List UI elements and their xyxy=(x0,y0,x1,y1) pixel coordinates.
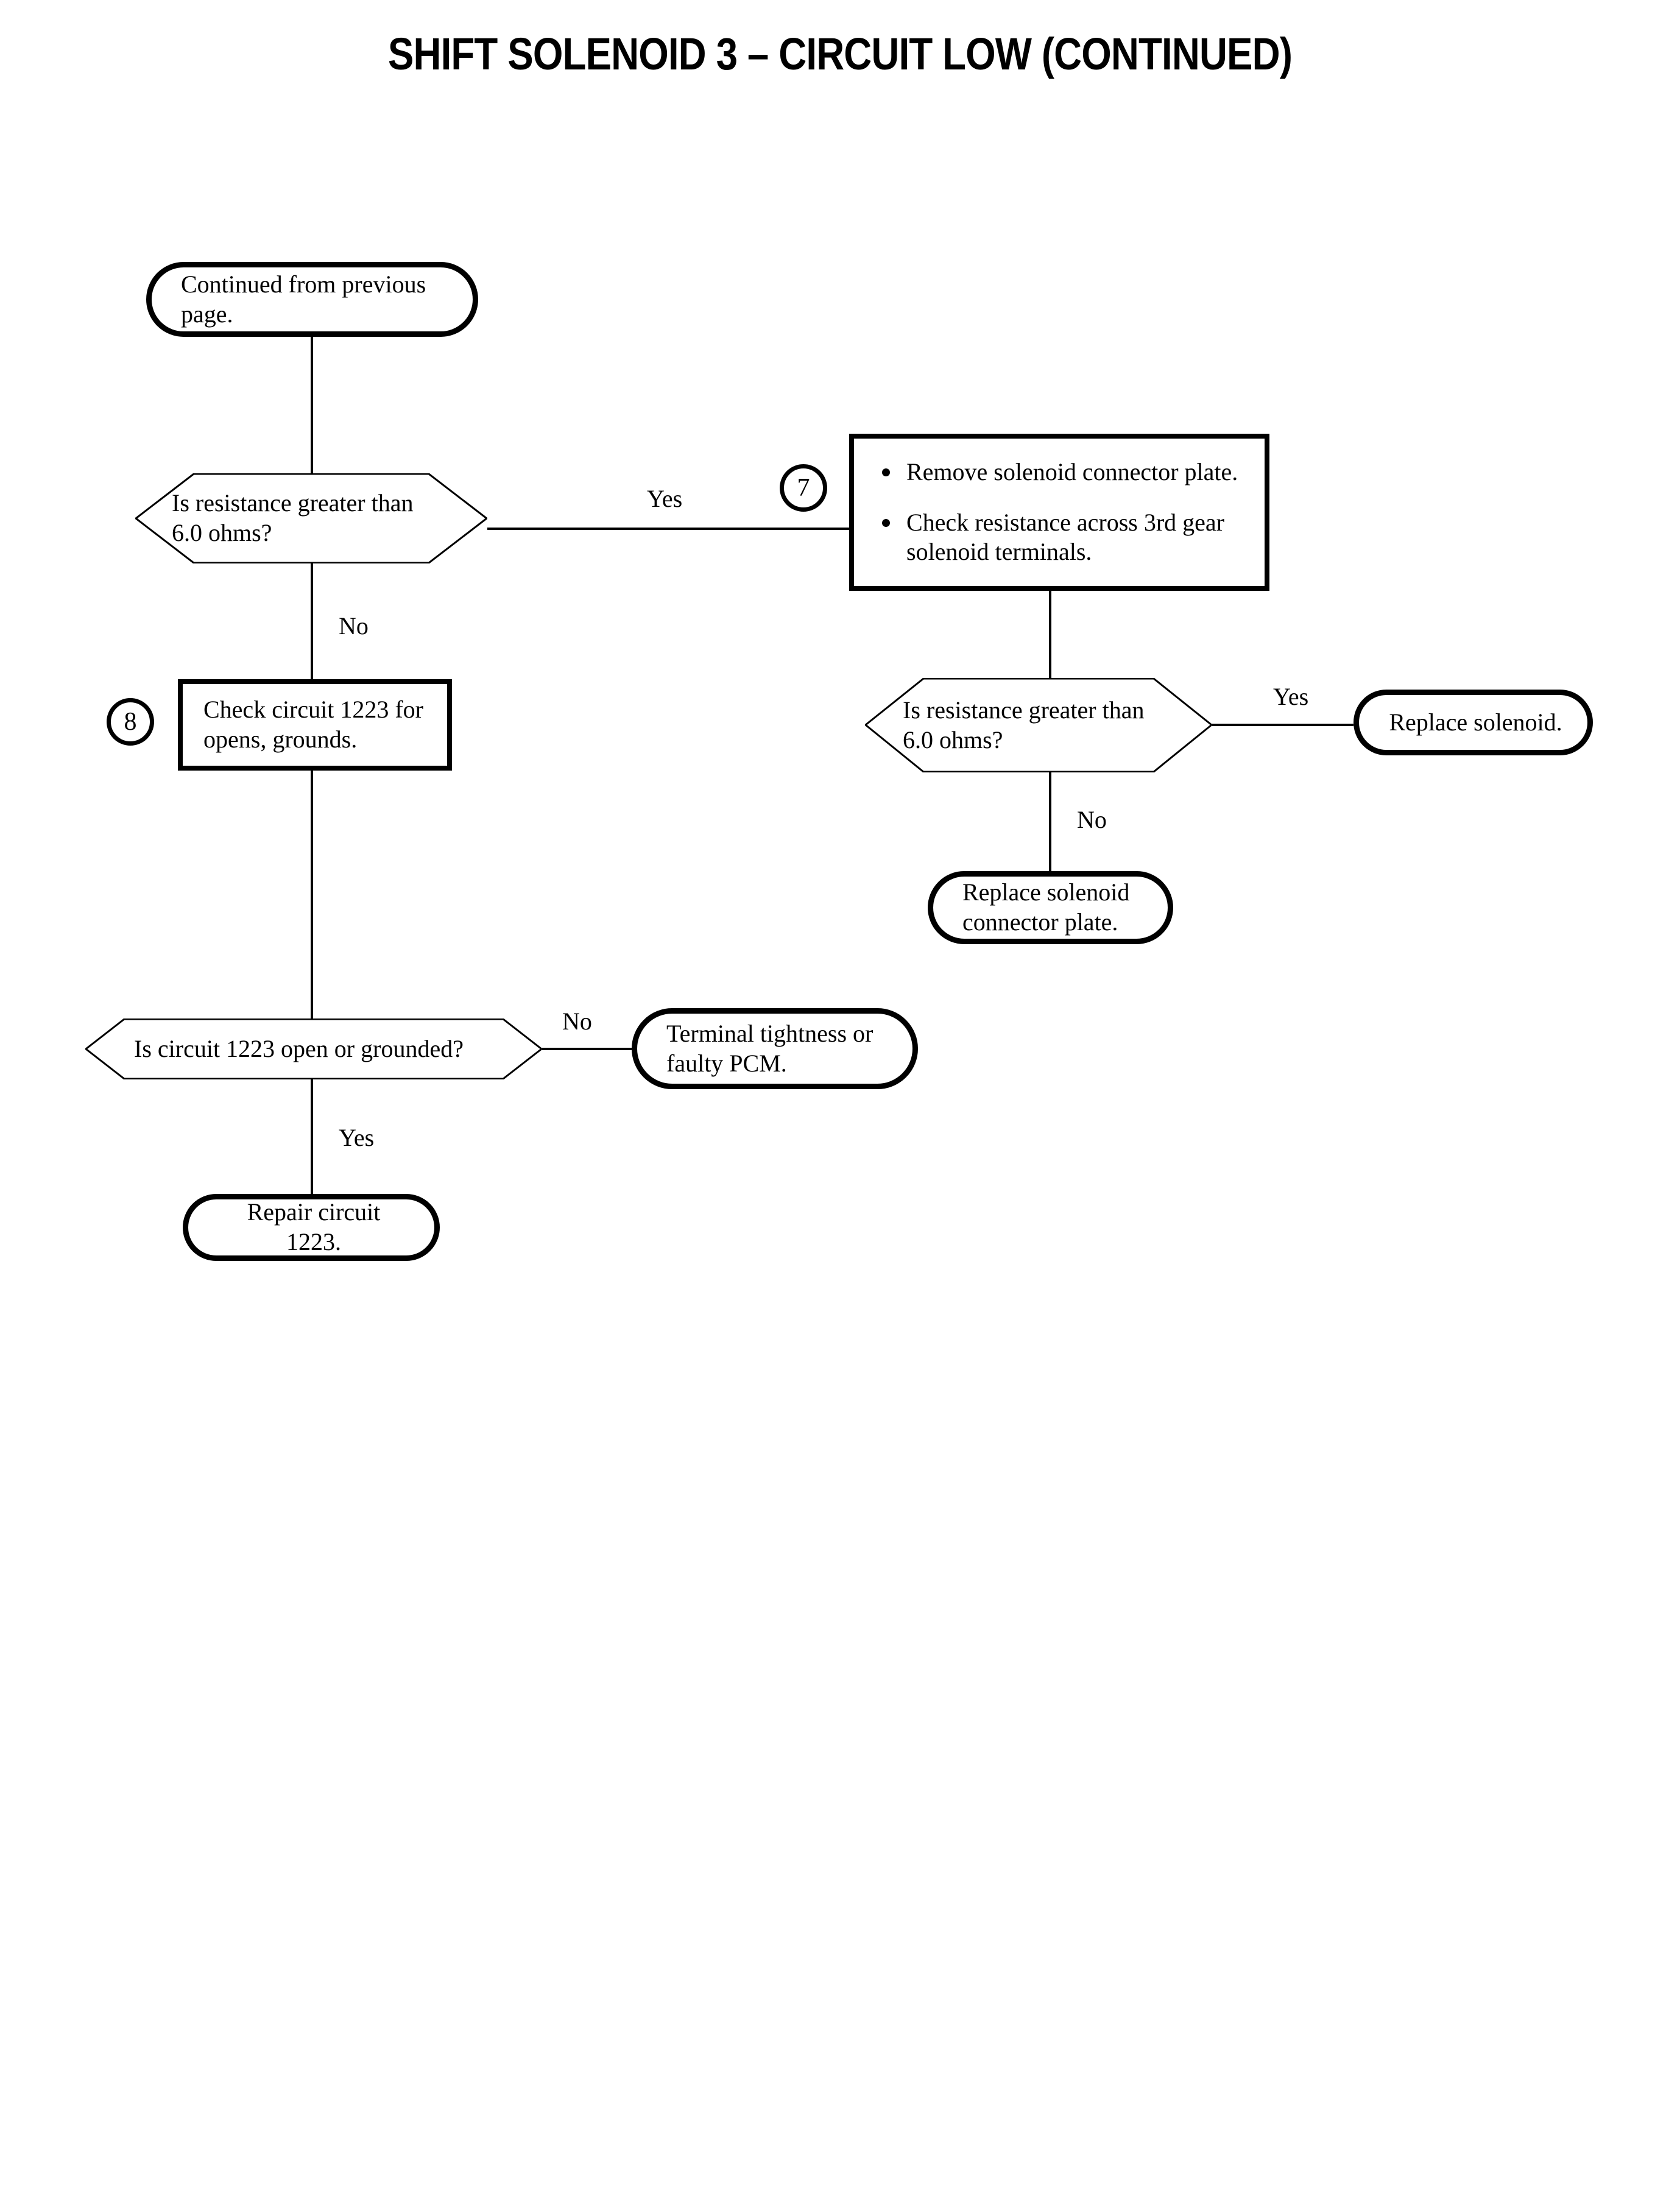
branch-label-yes-repair-circuit: Yes xyxy=(339,1124,375,1151)
node-start-terminator[interactable]: Continued from previous page. xyxy=(146,262,478,337)
branch-label-no-check-circuit: No xyxy=(339,612,369,640)
node-terminator-terminal-tightness-label: Terminal tightness or faulty PCM. xyxy=(666,1019,874,1077)
node-terminator-repair-circuit[interactable]: Repair circuit 1223. xyxy=(183,1194,440,1261)
node-start-label: Continued from previous page. xyxy=(181,270,426,328)
node-terminator-repair-circuit-label: Repair circuit 1223. xyxy=(247,1198,381,1255)
branch-label-no-replace-plate: No xyxy=(1077,806,1107,833)
bullet-list: Remove solenoid connector plate. Check r… xyxy=(875,457,1244,567)
hexagon-shape xyxy=(85,1019,542,1079)
page-connector-8[interactable]: 8 xyxy=(107,698,154,746)
node-decision-resistance-1[interactable]: Is resistance greater than 6.0 ohms? xyxy=(135,473,487,563)
branch-label-no-terminal-tightness: No xyxy=(562,1008,592,1035)
node-terminator-replace-solenoid-label: Replace solenoid. xyxy=(1389,708,1562,736)
node-terminator-replace-plate[interactable]: Replace solenoid connector plate. xyxy=(928,871,1173,944)
bullet-item: Remove solenoid connector plate. xyxy=(882,457,1244,487)
node-decision-resistance-2[interactable]: Is resistance greater than 6.0 ohms? xyxy=(865,678,1212,772)
branch-label-yes-replace-solenoid: Yes xyxy=(1273,683,1309,710)
node-decision-resistance-1-label: Is resistance greater than 6.0 ohms? xyxy=(172,489,414,546)
node-terminator-replace-solenoid[interactable]: Replace solenoid. xyxy=(1354,690,1593,755)
node-process-remove-plate[interactable]: Remove solenoid connector plate. Check r… xyxy=(849,434,1269,591)
node-terminator-replace-plate-label: Replace solenoid connector plate. xyxy=(962,878,1130,936)
node-decision-circuit-open[interactable]: Is circuit 1223 open or grounded? xyxy=(85,1019,542,1079)
hexagon-shape xyxy=(135,473,487,563)
node-process-check-circuit-label: Check circuit 1223 for opens, grounds. xyxy=(203,696,423,753)
node-process-check-circuit[interactable]: Check circuit 1223 for opens, grounds. xyxy=(178,679,452,771)
node-decision-resistance-2-label: Is resistance greater than 6.0 ohms? xyxy=(903,696,1145,754)
bullet-item: Check resistance across 3rd gear solenoi… xyxy=(882,508,1244,568)
page-connector-7[interactable]: 7 xyxy=(780,464,827,512)
branch-label-yes-remove-plate: Yes xyxy=(647,485,683,512)
page-title: SHIFT SOLENOID 3 – CIRCUIT LOW (CONTINUE… xyxy=(387,29,1293,79)
hexagon-shape xyxy=(865,678,1212,772)
node-terminator-terminal-tightness[interactable]: Terminal tightness or faulty PCM. xyxy=(632,1008,918,1089)
node-decision-circuit-open-label: Is circuit 1223 open or grounded? xyxy=(134,1034,464,1062)
